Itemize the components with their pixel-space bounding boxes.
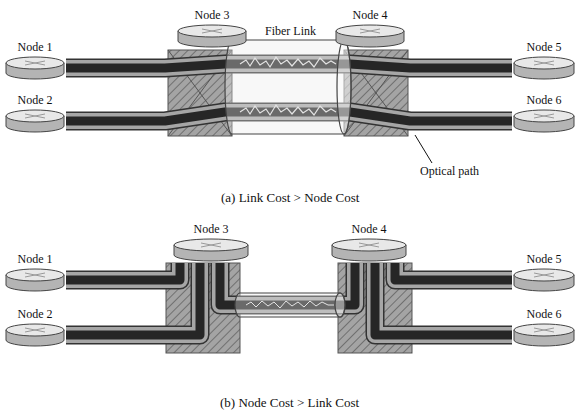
- router-icon: [176, 23, 248, 49]
- router-mark: [360, 29, 380, 33]
- router-mark: [534, 61, 554, 65]
- node-label: Node 4: [352, 222, 387, 237]
- router-mark: [25, 273, 45, 277]
- tube-core: [375, 263, 512, 335]
- router-top: [514, 269, 574, 281]
- router-top: [514, 110, 574, 122]
- router-icon: [512, 322, 576, 348]
- tube-outline: [395, 263, 512, 280]
- router-icon: [512, 55, 576, 81]
- optical-path: [375, 263, 512, 335]
- tube-core: [66, 263, 180, 280]
- optical-path: [66, 263, 200, 335]
- subfigure-caption: (a) Link Cost > Node Cost: [221, 190, 359, 206]
- router-top: [514, 57, 574, 69]
- router-top: [6, 57, 64, 69]
- tube-cladding: [395, 263, 512, 280]
- fiber-end: [335, 293, 345, 317]
- node-label: Node 4: [353, 8, 388, 23]
- router-mark: [202, 29, 222, 33]
- node-label: Node 3: [194, 222, 229, 237]
- subfigure-caption: (b) Node Cost > Link Cost: [220, 395, 359, 411]
- router-mark: [25, 328, 45, 332]
- router-top: [174, 239, 248, 251]
- tube-outline: [66, 263, 200, 335]
- node-label: Node 2: [18, 93, 53, 108]
- router-top: [514, 324, 574, 336]
- optical-path: [395, 263, 512, 280]
- router-icon: [330, 237, 408, 263]
- router-icon: [4, 322, 66, 348]
- tube-cladding: [66, 263, 200, 335]
- fiber-cylinder: [235, 293, 345, 317]
- router-mark: [201, 243, 221, 247]
- router-node: Node 1: [4, 40, 66, 81]
- router-mark: [25, 61, 45, 65]
- tube-cladding: [375, 263, 512, 335]
- router-node: Node 6: [512, 93, 576, 134]
- router-icon: [334, 23, 406, 49]
- router-node: Node 5: [512, 252, 576, 293]
- signal-noise: [240, 105, 336, 115]
- router-icon: [512, 267, 576, 293]
- tube-core: [66, 263, 200, 335]
- node-label: Node 6: [527, 93, 562, 108]
- node-label: Node 2: [18, 307, 53, 322]
- leader-line: [415, 135, 432, 163]
- optical-path: [66, 263, 180, 280]
- tube-core: [395, 263, 512, 280]
- node-label: Node 5: [527, 40, 562, 55]
- annotation-label: Fiber Link: [265, 24, 316, 39]
- router-mark: [534, 328, 554, 332]
- router-mark: [534, 114, 554, 118]
- router-top: [6, 324, 64, 336]
- router-mark: [359, 243, 379, 247]
- node-label: Node 5: [527, 252, 562, 267]
- router-icon: [512, 108, 576, 134]
- router-node: Node 3: [172, 222, 250, 263]
- signal-noise: [246, 301, 334, 308]
- router-mark: [25, 114, 45, 118]
- router-top: [178, 25, 246, 37]
- node-label: Node 1: [18, 252, 53, 267]
- router-node: Node 5: [512, 40, 576, 81]
- node-label: Node 3: [195, 8, 230, 23]
- tube-cladding: [66, 263, 180, 280]
- router-node: Node 1: [4, 252, 66, 293]
- node-label: Node 6: [527, 307, 562, 322]
- router-node: Node 2: [4, 307, 66, 348]
- router-icon: [4, 108, 66, 134]
- annotation-label: Optical path: [420, 164, 479, 179]
- router-icon: [4, 55, 66, 81]
- router-node: Node 6: [512, 307, 576, 348]
- tube-outline: [66, 263, 180, 280]
- router-icon: [4, 267, 66, 293]
- router-top: [332, 239, 406, 251]
- router-node: Node 3: [176, 8, 248, 49]
- router-top: [6, 269, 64, 281]
- router-icon: [172, 237, 250, 263]
- router-node: Node 2: [4, 93, 66, 134]
- fiber-end: [337, 40, 351, 134]
- node-label: Node 1: [18, 40, 53, 55]
- signal-noise: [240, 57, 336, 67]
- router-mark: [534, 273, 554, 277]
- router-top: [6, 110, 64, 122]
- router-node: Node 4: [334, 8, 406, 49]
- tube-outline: [375, 263, 512, 335]
- router-top: [336, 25, 404, 37]
- router-node: Node 4: [330, 222, 408, 263]
- fiber-cylinder: [225, 40, 351, 134]
